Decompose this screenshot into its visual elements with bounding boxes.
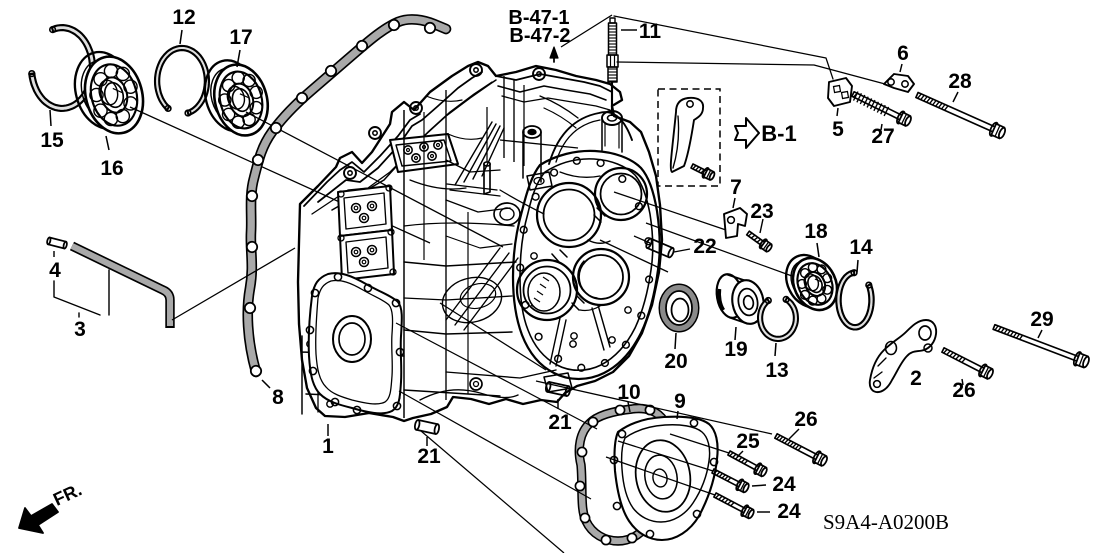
svg-text:22: 22 bbox=[693, 235, 716, 258]
svg-text:20: 20 bbox=[664, 350, 687, 373]
svg-text:28: 28 bbox=[948, 70, 972, 93]
svg-text:23: 23 bbox=[750, 200, 773, 223]
svg-text:8: 8 bbox=[272, 386, 284, 409]
svg-text:27: 27 bbox=[871, 125, 894, 148]
svg-text:10: 10 bbox=[617, 381, 640, 404]
svg-text:26: 26 bbox=[794, 408, 817, 431]
svg-text:12: 12 bbox=[172, 6, 195, 29]
svg-text:B-1: B-1 bbox=[761, 121, 796, 146]
svg-text:18: 18 bbox=[804, 220, 828, 243]
svg-text:B-47-1: B-47-1 bbox=[508, 7, 569, 29]
svg-text:1: 1 bbox=[322, 435, 334, 458]
svg-text:26: 26 bbox=[952, 379, 975, 402]
svg-text:21: 21 bbox=[548, 411, 572, 434]
svg-text:17: 17 bbox=[229, 26, 252, 49]
svg-text:2: 2 bbox=[910, 367, 922, 390]
svg-text:29: 29 bbox=[1030, 308, 1053, 331]
svg-text:21: 21 bbox=[417, 445, 441, 468]
svg-text:7: 7 bbox=[730, 176, 742, 199]
svg-text:19: 19 bbox=[724, 338, 747, 361]
svg-text:3: 3 bbox=[74, 318, 86, 341]
svg-text:B-47-2: B-47-2 bbox=[509, 25, 570, 47]
svg-text:16: 16 bbox=[100, 157, 123, 180]
svg-text:9: 9 bbox=[674, 390, 686, 413]
svg-text:24: 24 bbox=[777, 500, 801, 523]
svg-text:5: 5 bbox=[832, 118, 844, 141]
svg-text:11: 11 bbox=[639, 20, 662, 43]
svg-text:4: 4 bbox=[49, 259, 61, 282]
svg-text:24: 24 bbox=[772, 473, 796, 496]
svg-text:S9A4-A0200B: S9A4-A0200B bbox=[823, 510, 949, 534]
svg-text:15: 15 bbox=[40, 129, 64, 152]
svg-text:13: 13 bbox=[765, 359, 788, 382]
svg-text:14: 14 bbox=[849, 236, 873, 259]
svg-text:6: 6 bbox=[897, 42, 909, 65]
svg-text:25: 25 bbox=[736, 430, 760, 453]
